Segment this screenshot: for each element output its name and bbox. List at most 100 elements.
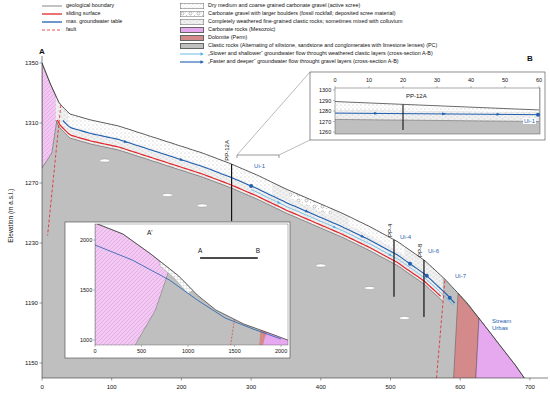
flow-arrow: [179, 158, 184, 162]
arrow-head: [179, 158, 184, 162]
section-line: [200, 257, 258, 258]
axis-tick-label: 700: [525, 384, 535, 391]
fault: [230, 319, 235, 345]
limestone-lens: [197, 204, 207, 207]
legend-row: Carbonate rocks (Mesozoic): [180, 26, 275, 34]
section-end: B: [527, 54, 533, 63]
axis-tick-label: 1270: [319, 119, 331, 125]
active-scree: [349, 216, 405, 255]
axis-tick-label: 1500: [229, 348, 241, 354]
legend-text: „Faster and deeper“ groundwater flow thr…: [208, 59, 399, 64]
axis-tick-label: 100: [107, 384, 117, 391]
tick: [93, 240, 95, 241]
inset-frame: [65, 222, 290, 358]
swatch-pattern: [180, 3, 204, 9]
legend-swatch: [42, 19, 62, 25]
piezometer-dot: [425, 274, 429, 278]
tick: [111, 378, 112, 381]
axis-tick-label: 1280: [319, 108, 331, 114]
axis-tick-label: 1230: [25, 240, 38, 247]
axis-tick-label: 20: [400, 77, 406, 83]
legend-text: fault: [66, 27, 76, 32]
piezometer-label: Ui-1: [254, 163, 265, 170]
arrow-head: [201, 52, 205, 56]
axis-tick-label: 2000: [80, 237, 92, 243]
geological-boundary: [335, 119, 539, 121]
axis-tick-label: 1270: [25, 180, 38, 187]
legend-text: geological boundary: [66, 3, 114, 8]
legend-row: max. groundwater table: [42, 18, 122, 26]
tick: [281, 345, 282, 347]
legend-row: Dry medium and coarse grained carbonate …: [180, 2, 360, 10]
tick: [333, 111, 335, 112]
swatch-line: [180, 54, 201, 55]
swatch-line: [42, 21, 62, 22]
swatch-pattern: [180, 11, 204, 17]
stream-label: Stream Urbas: [492, 318, 528, 332]
borehole-label: PP-12A: [224, 140, 231, 161]
groundwater-table: [95, 245, 281, 339]
flow-arrow: [361, 235, 366, 239]
axis-tick-label: 40: [468, 77, 474, 83]
axis-tick-label: 200: [176, 384, 186, 391]
axis-tick-label: 0: [334, 77, 337, 83]
tick: [181, 378, 182, 381]
flow-arrow: [333, 225, 338, 229]
borehole: [393, 240, 394, 297]
legend-swatch: [180, 27, 204, 33]
axis-title: Elevation (m a.s.l.): [7, 188, 14, 242]
arrow-head: [277, 201, 282, 205]
legend-text: max. groundwater table: [66, 19, 122, 24]
detail-bracket: [237, 155, 279, 158]
plot-frame: [335, 88, 540, 134]
legend-row: Completely weathered fine-grained clasti…: [180, 18, 402, 26]
axis-tick-label: 600: [455, 384, 465, 391]
legend-swatch: [42, 3, 62, 9]
piezometer-dot: [249, 184, 253, 188]
borehole-label: PP-12A: [406, 93, 427, 100]
overview-section: [95, 224, 288, 345]
tick: [40, 123, 43, 124]
limestone-lens: [316, 264, 326, 267]
tick: [529, 378, 530, 381]
clastic-rocks: [95, 224, 288, 345]
piezometer-label: Ui-4: [400, 234, 411, 241]
tick: [40, 363, 43, 364]
y-axis: [42, 56, 43, 378]
flow-arrow: [388, 253, 393, 257]
limestone-lens: [365, 286, 375, 289]
air: [335, 88, 539, 110]
legend-swatch: [180, 35, 204, 41]
axis-tick-label: 50: [502, 77, 508, 83]
tick: [40, 63, 43, 64]
piezometer-dot: [408, 262, 412, 266]
axis-tick-label: 0: [41, 384, 44, 391]
clastic-rocks: [42, 63, 545, 378]
tick: [141, 345, 142, 347]
tick: [539, 86, 540, 88]
flow-arrow: [305, 209, 310, 213]
axis-tick-label: 400: [316, 384, 326, 391]
carbonate-rocks: [95, 224, 169, 345]
borehole-label: PP-4: [387, 223, 394, 236]
tick: [234, 345, 235, 347]
legend-swatch: [180, 3, 204, 9]
tick: [93, 340, 95, 341]
tick: [471, 86, 472, 88]
flow-arrow: [277, 201, 282, 205]
plot-frame: [95, 224, 288, 345]
legend-text: Carbonate gravel with larger boulders (f…: [208, 11, 396, 16]
axis-tick-label: 1000: [80, 337, 92, 343]
swatch-line: [180, 61, 201, 62]
legend-text: Dry medium and coarse grained carbonate …: [208, 3, 360, 8]
limestone-lens: [162, 193, 172, 196]
carbonate-rocks: [473, 318, 546, 378]
arrow-head: [124, 140, 129, 144]
axis-tick-label: 300: [246, 384, 256, 391]
piezometer-label: Ui-6: [428, 248, 439, 255]
dolomite: [450, 293, 479, 378]
section-end: A: [198, 247, 202, 254]
tick: [460, 378, 461, 381]
tick: [335, 86, 336, 88]
flow-arrow: [442, 112, 446, 115]
